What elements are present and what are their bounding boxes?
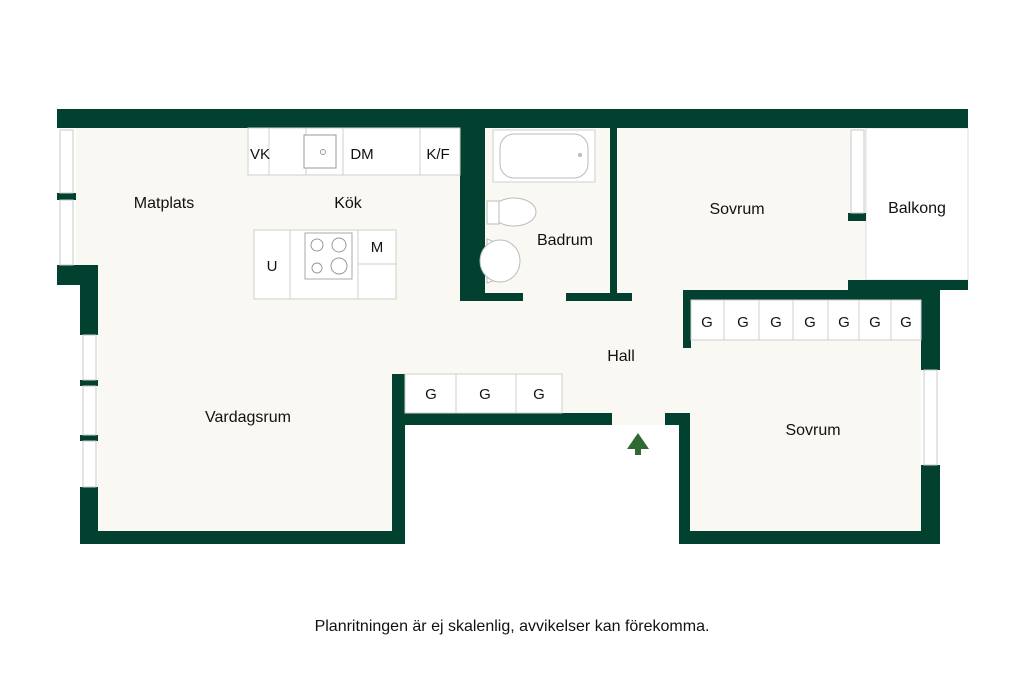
m-label: M xyxy=(371,239,384,256)
dm-label: DM xyxy=(350,146,373,163)
entrance-arrow-icon xyxy=(627,433,649,455)
room-label-sovrum: Sovrum xyxy=(709,201,764,218)
room-label-hall: Hall xyxy=(607,348,635,365)
room-label-sovrum: Sovrum xyxy=(785,422,840,439)
stove-icon xyxy=(304,232,353,280)
closet-label: G xyxy=(701,314,713,331)
closet-label: G xyxy=(533,386,545,403)
kitchen-counter: VK DM K/F xyxy=(247,127,461,176)
closets-hall: G G G xyxy=(404,373,563,414)
room-label-badrum: Badrum xyxy=(537,232,593,249)
closet-label: G xyxy=(900,314,912,331)
walls xyxy=(57,109,968,544)
disclaimer-text: Planritningen är ej skalenlig, avvikelse… xyxy=(314,618,710,635)
closet-label: G xyxy=(869,314,881,331)
closet-label: G xyxy=(804,314,816,331)
room-label-kok: Kök xyxy=(334,195,363,212)
room-label-vardagsrum: Vardagsrum xyxy=(205,409,291,426)
u-label: U xyxy=(267,258,278,275)
toilet-icon xyxy=(486,197,537,227)
closets-bedroom: G G G G G G G xyxy=(690,299,922,341)
sink-icon xyxy=(303,134,337,169)
closet-label: G xyxy=(425,386,437,403)
washbasin-icon xyxy=(479,238,521,284)
closet-label: G xyxy=(770,314,782,331)
vk-label: VK xyxy=(250,146,270,163)
closet-label: G xyxy=(737,314,749,331)
bathtub-icon xyxy=(492,129,596,183)
room-label-matplats: Matplats xyxy=(134,195,194,212)
closet-label: G xyxy=(479,386,491,403)
room-label-balkong: Balkong xyxy=(888,200,946,217)
kf-label: K/F xyxy=(426,146,449,163)
closet-label: G xyxy=(838,314,850,331)
windows xyxy=(59,129,938,488)
kitchen-island: U M xyxy=(253,229,397,300)
